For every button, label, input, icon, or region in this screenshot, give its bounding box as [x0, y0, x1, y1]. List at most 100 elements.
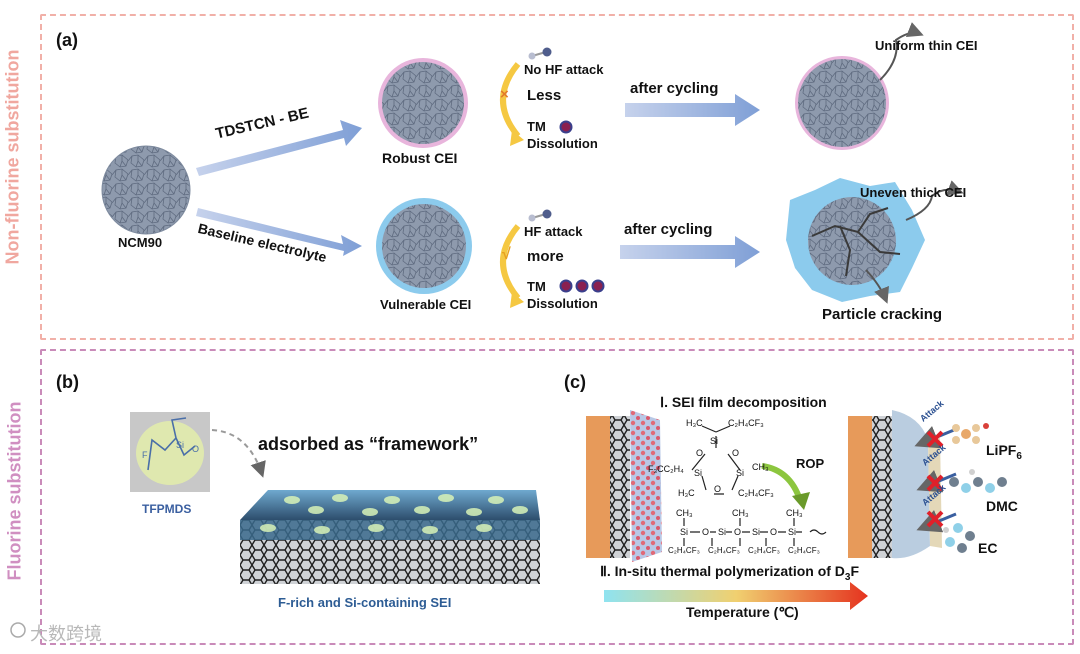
- vulnerable-cei-particle: [382, 204, 466, 288]
- after-cycling-arrow-bottom: [620, 236, 760, 268]
- temperature-label: Temperature (℃): [686, 604, 799, 620]
- dashed-arrow-adsorbed: [211, 429, 266, 478]
- chain-si-4: Si: [788, 527, 797, 537]
- no-hf-attack-label: No HF attack: [524, 62, 604, 77]
- tm-label-2: TM: [527, 279, 546, 294]
- watermark-text: 大数跨境: [30, 624, 102, 644]
- more-label: more: [527, 248, 564, 265]
- uniform-cei-label: Uniform thin CEI: [875, 38, 978, 53]
- after-cycling-arrow-top: [625, 94, 760, 126]
- chain-si-2: Si: [718, 527, 727, 537]
- pointer-uniform: [879, 22, 924, 81]
- ncm90-label: NCM90: [118, 235, 163, 250]
- chain-ch3-1: CH₃: [676, 508, 693, 518]
- ring-right-ch3: CH₃: [752, 462, 769, 472]
- panel-b-label: (b): [56, 372, 79, 392]
- lipf6-molecule-icon: [952, 423, 989, 444]
- ring-si-top: Si: [710, 436, 719, 446]
- mol-f-label: F: [142, 450, 148, 460]
- sei-decomposition-title: Ⅰ. SEI film decomposition: [660, 394, 827, 410]
- chain-o-1: O: [702, 527, 710, 537]
- chain-o-3: O: [770, 527, 778, 537]
- chain-ch3-2: CH₃: [732, 508, 749, 518]
- panel-bc-frame: [40, 349, 1074, 645]
- tfpmds-label: TFPMDS: [142, 502, 192, 516]
- chain-sub-2: C₂H₄CF₃: [708, 546, 740, 555]
- tm-label-1: TM: [527, 119, 546, 134]
- polysiloxane-chain: [683, 518, 827, 546]
- robust-cei-label: Robust CEI: [382, 150, 458, 166]
- right-current-collector: [848, 416, 872, 558]
- tm-ion-dot: [559, 279, 573, 293]
- ec-label: EC: [978, 540, 998, 556]
- check-mark-icon: √: [502, 246, 511, 263]
- particle-cracking-label: Particle cracking: [822, 306, 943, 323]
- pointer-uneven: [905, 180, 964, 221]
- uniform-cei-particle: [798, 59, 886, 147]
- crack-lines: [811, 207, 901, 277]
- after-cycling-label-2: after cycling: [624, 221, 713, 238]
- chain-sub-1: C₂H₄CF₃: [668, 546, 700, 555]
- panel-a-label: (a): [56, 30, 78, 50]
- ec-molecule-icon: [943, 523, 975, 553]
- ncm90-particle: [101, 145, 191, 235]
- cracked-particle: [808, 197, 896, 285]
- panel-c-label: (c): [564, 372, 586, 392]
- adsorbed-label: adsorbed as “framework”: [258, 434, 479, 454]
- vulnerable-cei-label: Vulnerable CEI: [380, 297, 472, 312]
- temperature-gradient-arrow: [604, 582, 868, 610]
- ring-o-bottom: O: [714, 484, 722, 494]
- mol-o-label: O: [192, 444, 200, 454]
- dissolution-label-2: Dissolution: [527, 296, 598, 311]
- ring-top-c2h4cf3: C₂H₄CF₃: [728, 418, 764, 428]
- polymerization-title: Ⅱ. In-situ thermal polymerization of D3F: [600, 563, 860, 583]
- tm-ion-dot: [559, 120, 573, 134]
- curved-arrow-bottom: [500, 224, 521, 300]
- chain-ch3-3: CH₃: [786, 508, 803, 518]
- left-sei-film: [630, 410, 662, 562]
- arrow-baseline: [196, 208, 362, 256]
- sei-caption: F-rich and Si-containing SEI: [278, 595, 452, 610]
- hf-molecule-icon-1: [528, 47, 552, 60]
- curved-arrow-top: [500, 62, 521, 138]
- tfpmds-structure: [147, 417, 196, 471]
- panel-a-frame: [40, 14, 1074, 340]
- robust-cei-particle: [382, 62, 464, 144]
- sei-graphite-slab: [240, 490, 540, 584]
- tm-ion-dot: [591, 279, 605, 293]
- right-polymer-layer: [892, 410, 930, 559]
- chain-sub-4: C₂H₄CF₃: [788, 546, 820, 555]
- chain-si-1: Si: [680, 527, 689, 537]
- chain-o-2: O: [734, 527, 742, 537]
- hf-attack-label: HF attack: [524, 224, 583, 239]
- after-cycling-label-1: after cycling: [630, 80, 719, 97]
- hf-molecule-icon-2: [528, 209, 552, 222]
- pointer-cracking: [865, 269, 889, 304]
- ring-top-h3c: H₃C: [686, 418, 703, 428]
- right-graphite: [872, 416, 892, 558]
- chain-si-3: Si: [752, 527, 761, 537]
- lipf6-label: LiPF6: [986, 442, 1022, 462]
- chain-sub-3: C₂H₄CF₃: [748, 546, 780, 555]
- left-current-collector: [586, 416, 610, 558]
- uneven-cei-label: Uneven thick CEI: [860, 185, 967, 200]
- ring-o-right: O: [732, 448, 740, 458]
- left-graphite: [610, 416, 630, 558]
- ring-si-left: Si: [694, 468, 703, 478]
- less-label: Less: [527, 87, 562, 104]
- ring-left-f3cc2h4: F₃CC₂H₄: [648, 464, 684, 474]
- dmc-molecule-icon: [949, 469, 1007, 493]
- ring-bottom-c2h4cf3: C₂H₄CF₃: [738, 488, 774, 498]
- arrow-tdstcn: [196, 120, 362, 176]
- ring-si-right: Si: [736, 468, 745, 478]
- watermark-logo-icon: [10, 622, 26, 638]
- block-x-icons: [926, 430, 944, 528]
- ring-bottom-h3c: H₃C: [678, 488, 695, 498]
- mol-si-label: Si: [176, 440, 185, 450]
- x-mark-icon: ×: [500, 86, 509, 103]
- tm-ion-dot: [575, 279, 589, 293]
- dmc-label: DMC: [986, 498, 1018, 514]
- rop-label: ROP: [796, 456, 825, 471]
- cyclosiloxane-ring: [691, 425, 741, 495]
